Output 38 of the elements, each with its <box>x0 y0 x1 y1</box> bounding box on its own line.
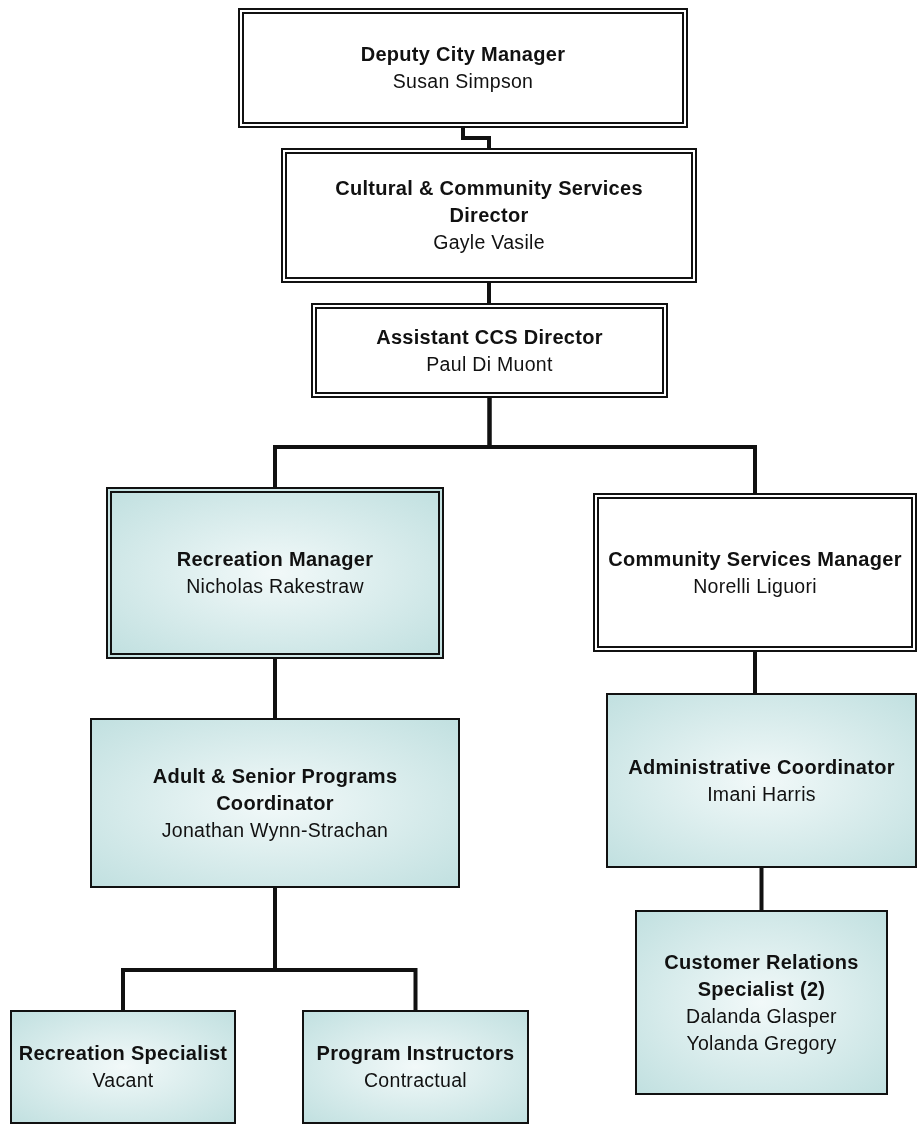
person-name: Contractual <box>364 1068 467 1093</box>
connector-line <box>753 652 757 693</box>
job-title: Adult & Senior Programs Coordinator <box>151 763 399 816</box>
connector-line <box>273 659 277 718</box>
job-title: Deputy City Manager <box>360 42 566 67</box>
person-name: Imani Harris <box>707 781 816 807</box>
person-name: Gayle Vasile <box>433 230 545 255</box>
job-title: Administrative Coordinator <box>628 754 895 780</box>
connector-line <box>487 283 491 303</box>
person-name: Nicholas Rakestraw <box>186 574 364 599</box>
person-name: Susan Simpson <box>392 69 534 94</box>
position-box <box>311 303 668 398</box>
person-name: Vacant <box>92 1068 154 1093</box>
position-box <box>106 487 444 659</box>
position-box <box>593 493 917 652</box>
job-title: Community Services Manager <box>608 546 902 572</box>
job-title: Program Instructors <box>316 1041 515 1066</box>
job-title: Recreation Specialist <box>18 1041 228 1066</box>
connector-line <box>461 128 491 148</box>
position-box <box>606 693 917 868</box>
position-box <box>10 1010 236 1124</box>
position-box <box>238 8 688 128</box>
position-box <box>281 148 697 283</box>
person-name: Jonathan Wynn-Strachan <box>161 817 389 843</box>
position-box <box>302 1010 529 1124</box>
connector-line <box>487 398 757 493</box>
connector-line <box>273 888 418 1010</box>
job-title: Cultural & Community Services Director <box>334 176 644 228</box>
connector-line <box>759 868 764 910</box>
person-name: Dalanda Glasper <box>686 1003 837 1029</box>
position-box <box>635 910 888 1095</box>
job-title: Customer Relations Specialist (2) <box>663 949 860 1002</box>
person-name: Norelli Liguori <box>693 573 817 599</box>
job-title: Assistant CCS Director <box>376 324 603 350</box>
position-box <box>90 718 460 888</box>
person-name: Yolanda Gregory <box>686 1030 837 1056</box>
person-name: Paul Di Muont <box>426 351 553 377</box>
job-title: Recreation Manager <box>176 547 374 572</box>
